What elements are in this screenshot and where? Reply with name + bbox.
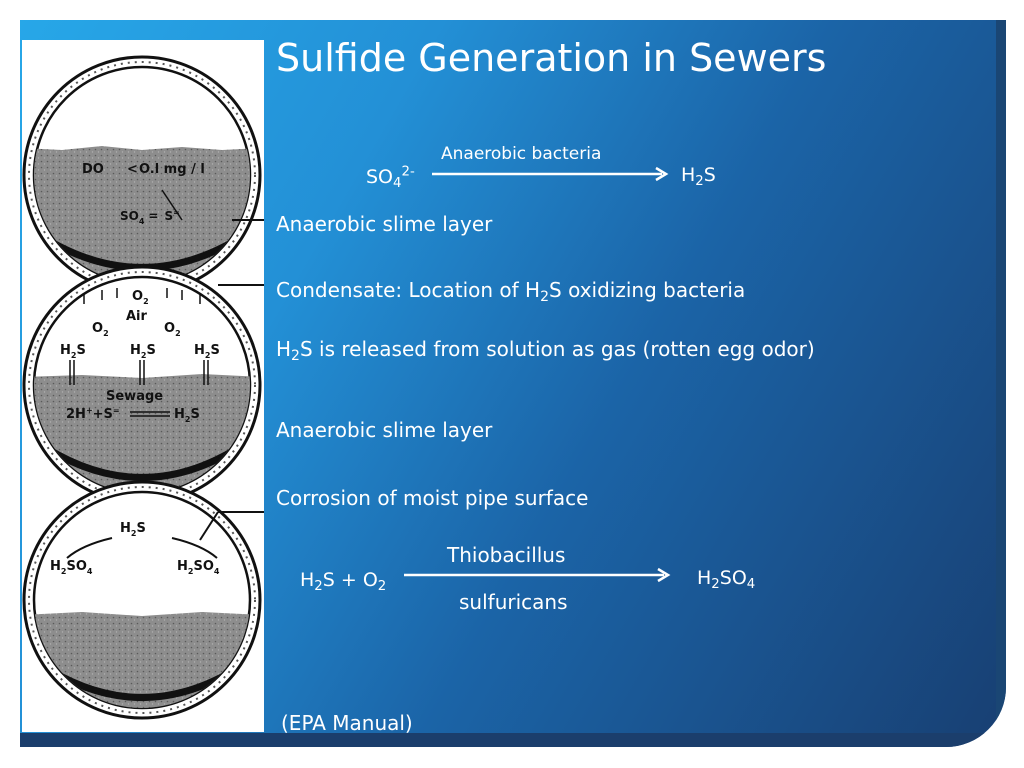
reaction1-reactant: SO42- xyxy=(366,164,415,191)
pipe-h2s-release: O2 Air O2 O2 H2S H2S H2S Sewage 2H++S= H… xyxy=(22,265,264,505)
svg-text:O2: O2 xyxy=(132,289,149,306)
reaction2-product: H2SO4 xyxy=(697,567,756,592)
svg-text:H2S: H2S xyxy=(120,521,146,538)
svg-text:H2SO4: H2SO4 xyxy=(177,559,220,576)
sewer-diagram: DO < O.l mg / l SO4=S= O2 Air O2 O2 xyxy=(22,55,264,720)
svg-text:H2S: H2S xyxy=(130,343,156,360)
sewer-diagram-panel: DO < O.l mg / l SO4=S= O2 Air O2 O2 xyxy=(22,40,264,732)
svg-text:H2S: H2S xyxy=(60,343,86,360)
reaction2-reactants: H2S + O2 xyxy=(300,569,387,594)
pipe-corrosion: H2S H2SO4 H2SO4 xyxy=(22,480,264,720)
label-h2s-released: H2S is released from solution as gas (ro… xyxy=(276,337,815,365)
svg-text:H2S: H2S xyxy=(174,407,200,424)
reaction2-arrow xyxy=(404,567,671,583)
label-condensate: Condensate: Location of H2S oxidizing ba… xyxy=(276,278,746,306)
svg-text:H2S: H2S xyxy=(194,343,220,360)
label-anaerobic-slime-2: Anaerobic slime layer xyxy=(276,418,493,442)
pipe1-do-label: DO xyxy=(82,162,104,177)
svg-text:2H++S=: 2H++S= xyxy=(66,406,120,422)
slide-bottom-band xyxy=(20,733,1006,747)
slide-title: Sulfide Generation in Sewers xyxy=(276,36,827,80)
slide-side-band xyxy=(996,20,1006,747)
reaction2-catalyst-bottom: sulfuricans xyxy=(459,590,568,614)
reaction1-catalyst: Anaerobic bacteria xyxy=(441,144,602,164)
svg-text:<: < xyxy=(127,162,138,177)
pipe2-sewage-label: Sewage xyxy=(106,389,163,404)
svg-text:H2SO4: H2SO4 xyxy=(50,559,93,576)
pipe1-conc-label: O.l mg / l xyxy=(139,162,205,177)
pipe-anaerobic: DO < O.l mg / l SO4=S= xyxy=(22,55,264,295)
pipe2-air-label: Air xyxy=(126,309,148,324)
label-corrosion: Corrosion of moist pipe surface xyxy=(276,486,589,510)
reaction2-catalyst-top: Thiobacillus xyxy=(447,543,566,567)
label-anaerobic-slime-1: Anaerobic slime layer xyxy=(276,212,493,236)
source-citation: (EPA Manual) xyxy=(281,711,413,735)
svg-text:O2: O2 xyxy=(92,321,109,338)
reaction1-arrow xyxy=(432,166,669,182)
reaction1-product: H2S xyxy=(681,164,716,189)
svg-text:O2: O2 xyxy=(164,321,181,338)
